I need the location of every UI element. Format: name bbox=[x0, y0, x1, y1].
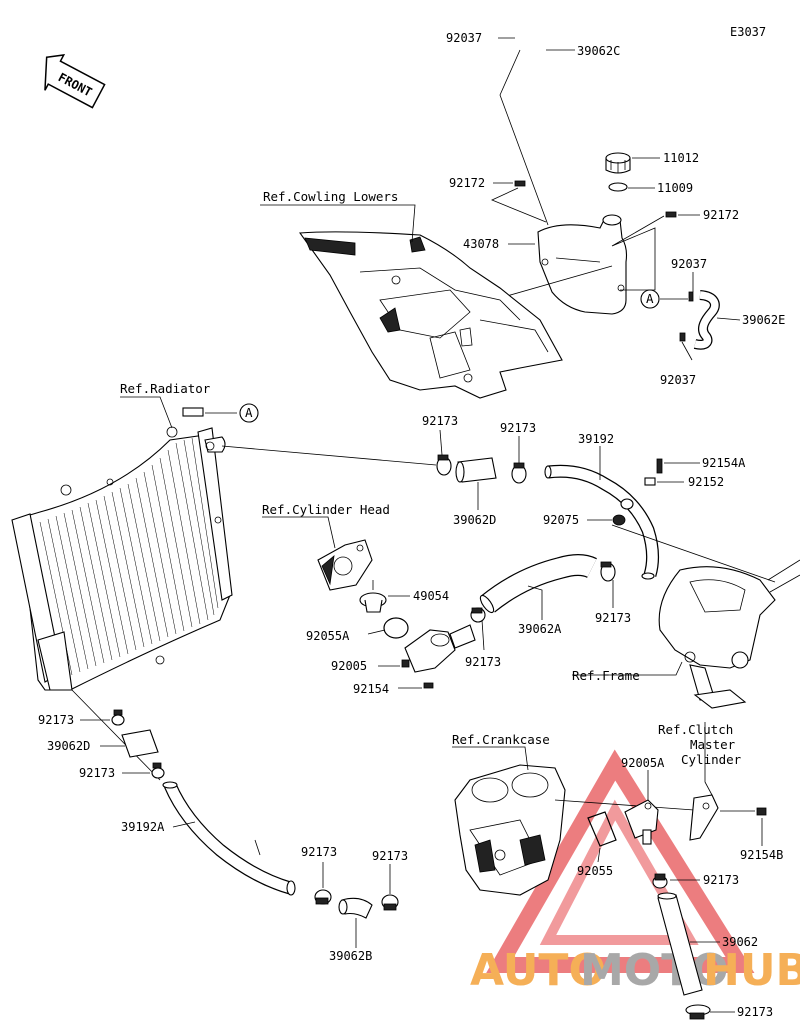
label-92173-b: 92173 bbox=[500, 421, 536, 435]
watermark: AUTO MOTO HUB bbox=[470, 749, 800, 996]
hose-39062b bbox=[338, 897, 373, 919]
label-92154: 92154 bbox=[353, 682, 389, 696]
label-92005: 92005 bbox=[331, 659, 367, 673]
hose-39062d-low bbox=[121, 729, 159, 758]
fitting-92005a bbox=[624, 799, 659, 845]
label-39192: 39192 bbox=[578, 432, 614, 446]
clamp-92173-b bbox=[511, 462, 527, 484]
label-92055: 92055 bbox=[577, 864, 613, 878]
label-92154b: 92154B bbox=[740, 848, 783, 862]
clutch-master-cylinder-ref bbox=[689, 794, 719, 841]
diagram-code: E3037 bbox=[730, 25, 766, 39]
label-92152: 92152 bbox=[688, 475, 724, 489]
label-92173-c: 92173 bbox=[465, 655, 501, 669]
label-92154a: 92154A bbox=[702, 456, 746, 470]
ref-clutch-line3: Cylinder bbox=[681, 752, 742, 767]
bolt-92154a bbox=[656, 458, 663, 474]
clamp-92173-a bbox=[436, 454, 452, 476]
label-11012: 11012 bbox=[663, 151, 699, 165]
cap-gasket bbox=[608, 182, 628, 192]
thermostat-49054 bbox=[359, 580, 387, 613]
clamp-92173-i bbox=[652, 873, 668, 889]
ref-crankcase: Ref.Crankcase bbox=[452, 732, 550, 747]
label-92055a: 92055A bbox=[306, 629, 350, 643]
label-49054: 49054 bbox=[413, 589, 449, 603]
ref-frame: Ref.Frame bbox=[572, 668, 640, 683]
callout-a-top-text: A bbox=[646, 291, 654, 306]
bolt-92172-left bbox=[514, 180, 526, 187]
label-92075: 92075 bbox=[543, 513, 579, 527]
hose-39062d-top bbox=[455, 457, 497, 483]
radiator bbox=[11, 407, 233, 691]
reservoir-tank bbox=[537, 214, 628, 315]
label-39062b: 39062B bbox=[329, 949, 372, 963]
clamp-92037-mid bbox=[688, 291, 694, 302]
clamp-92173-h bbox=[381, 894, 399, 911]
reservoir-cap bbox=[605, 152, 631, 174]
label-39192a: 39192A bbox=[121, 820, 165, 834]
label-92173-d: 92173 bbox=[595, 611, 631, 625]
label-92173-f: 92173 bbox=[79, 766, 115, 780]
label-92005a: 92005A bbox=[621, 756, 665, 770]
label-92173-e: 92173 bbox=[38, 713, 74, 727]
label-92172-right: 92172 bbox=[703, 208, 739, 222]
o-ring-92055a bbox=[383, 617, 409, 639]
cowling-lower bbox=[298, 231, 563, 399]
clamp-92037-low bbox=[679, 332, 686, 342]
hose-39062c bbox=[510, 4, 582, 223]
hose-39062e bbox=[693, 290, 720, 350]
watermark-moto: MOTO bbox=[580, 945, 729, 996]
label-92173-g: 92173 bbox=[301, 845, 337, 859]
ref-clutch-line1: Ref.Clutch bbox=[658, 722, 733, 737]
frame-ref bbox=[611, 524, 800, 709]
front-arrow-icon: FRONT bbox=[44, 54, 106, 109]
plug-92005 bbox=[401, 659, 410, 668]
bolt-92154 bbox=[423, 682, 434, 689]
label-39062c: 39062C bbox=[577, 44, 620, 58]
label-39062e: 39062E bbox=[742, 313, 785, 327]
label-92172-left: 92172 bbox=[449, 176, 485, 190]
label-92173-i: 92173 bbox=[703, 873, 739, 887]
label-39062: 39062 bbox=[722, 935, 758, 949]
pipe-39192a bbox=[162, 781, 296, 896]
clamp-92173-f bbox=[151, 762, 165, 779]
clamp-92173-g bbox=[314, 889, 332, 905]
callout-a-radiator-text: A bbox=[245, 405, 253, 420]
callout-a-radiator bbox=[239, 403, 259, 423]
grommet-92075 bbox=[612, 498, 634, 526]
hose-39062 bbox=[657, 892, 703, 996]
label-39062d-low: 39062D bbox=[47, 739, 90, 753]
label-92037-mid: 92037 bbox=[671, 257, 707, 271]
label-92173-h: 92173 bbox=[372, 849, 408, 863]
ref-radiator: Ref.Radiator bbox=[120, 381, 211, 396]
ref-clutch-line2: Master bbox=[690, 737, 736, 752]
label-39062a: 39062A bbox=[518, 622, 562, 636]
cylinder-head-ref bbox=[317, 539, 373, 591]
crankcase-ref bbox=[454, 764, 566, 896]
clamp-92173-j bbox=[685, 1004, 711, 1020]
label-43078: 43078 bbox=[463, 237, 499, 251]
o-ring-92055 bbox=[587, 811, 617, 847]
hose-39062a bbox=[479, 554, 597, 614]
label-92037-low: 92037 bbox=[660, 373, 696, 387]
ref-cylinder-head: Ref.Cylinder Head bbox=[262, 502, 390, 517]
watermark-hub: HUB bbox=[703, 945, 800, 996]
watermark-auto: AUTO bbox=[470, 945, 606, 996]
ref-cowling-lowers: Ref.Cowling Lowers bbox=[263, 189, 398, 204]
collar-92152 bbox=[644, 477, 656, 486]
label-92037-top: 92037 bbox=[446, 31, 482, 45]
bolt-92154b bbox=[756, 807, 767, 816]
clamp-92173-d bbox=[600, 561, 616, 582]
label-11009: 11009 bbox=[657, 181, 693, 195]
callout-a-top bbox=[640, 289, 660, 309]
label-39062d-top: 39062D bbox=[453, 513, 496, 527]
clamp-92173-e bbox=[111, 709, 125, 726]
bolt-92172-right bbox=[665, 211, 677, 218]
clamp-92173-c bbox=[470, 607, 486, 623]
label-92173-a: 92173 bbox=[422, 414, 458, 428]
thermostat-cover bbox=[404, 624, 476, 673]
label-92173-j: 92173 bbox=[737, 1005, 773, 1019]
